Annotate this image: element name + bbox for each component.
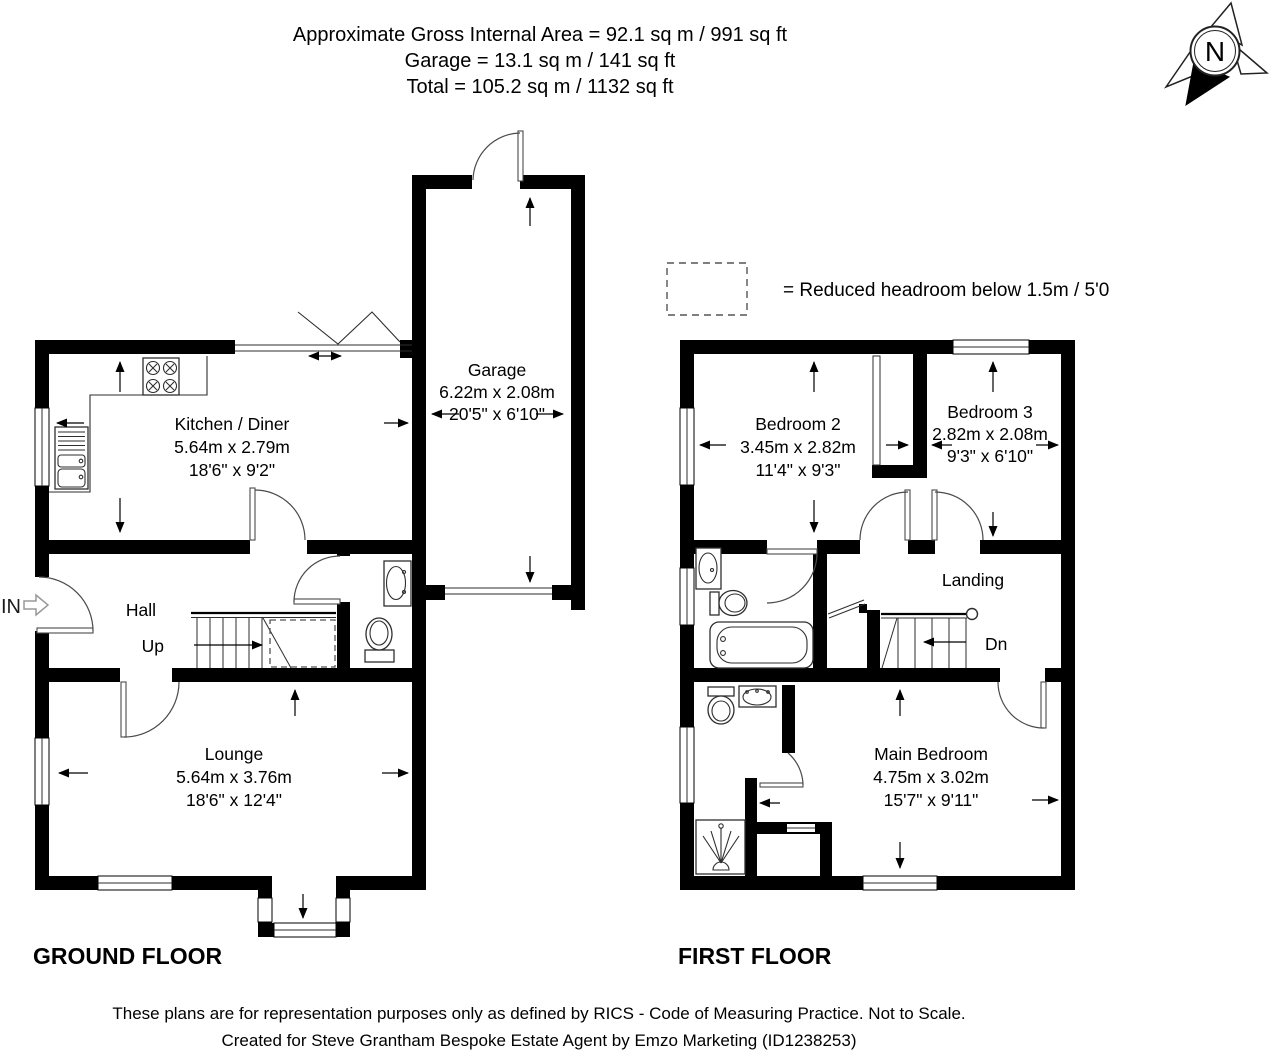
- garage-name: Garage: [468, 360, 526, 380]
- bedroom3-name: Bedroom 3: [947, 402, 1033, 422]
- shower-icon: [695, 819, 746, 875]
- ensuite-toilet-icon: [707, 686, 735, 725]
- garage-metric: 6.22m x 2.08m: [439, 382, 555, 402]
- gf-stairs: [191, 611, 336, 669]
- entrance-door: [36, 576, 94, 634]
- bedroom2-window: [679, 407, 695, 486]
- stove-icon: [142, 357, 180, 396]
- gf-fixtures: [49, 356, 412, 663]
- bay-left-window: [257, 897, 273, 923]
- ensuite-sink-icon: [738, 685, 777, 708]
- ground-floor-title: GROUND FLOOR: [33, 943, 222, 969]
- first-floor-plan: Bedroom 2 3.45m x 2.82m 11'4" x 9'3" Bed…: [679, 339, 1075, 891]
- ff-fixtures: [695, 547, 814, 875]
- stairs-down-label: Dn: [985, 634, 1007, 654]
- entrance-in-label: IN: [1, 596, 21, 618]
- bedroom3-window: [952, 339, 1030, 355]
- ff-partitions: [787, 355, 881, 832]
- kitchen-sink-icon: [54, 426, 89, 490]
- lounge-imperial: 18'6" x 12'4": [186, 790, 282, 810]
- garage-imperial: 20'5" x 6'10": [449, 404, 545, 424]
- kitchen-name: Kitchen / Diner: [175, 414, 290, 434]
- bedroom2-metric: 3.45m x 2.82m: [740, 437, 856, 457]
- gf-windows: [34, 407, 351, 938]
- compass-icon: N: [1163, 1, 1269, 107]
- main-bedroom-metric: 4.75m x 3.02m: [873, 767, 989, 787]
- gf-walls: [35, 175, 585, 937]
- ensuite-window: [679, 726, 695, 804]
- ff-stairs: [881, 607, 979, 669]
- legend-text: = Reduced headroom below 1.5m / 5'0: [783, 280, 1109, 301]
- lounge-side-window: [34, 737, 50, 806]
- compass-north-label: N: [1205, 36, 1225, 67]
- gf-openings: [35, 175, 520, 890]
- hall-name: Hall: [126, 600, 156, 620]
- kitchen-hall-door: [249, 487, 306, 541]
- wc-door: [293, 555, 341, 605]
- bedroom2-imperial: 11'4" x 9'3": [756, 460, 841, 480]
- ff-dimension-arrows: [699, 361, 1059, 869]
- garage-rear-door: [472, 130, 524, 182]
- footer: These plans are for representation purpo…: [112, 1004, 965, 1050]
- bedroom3-door: [931, 489, 984, 541]
- bedroom2-name: Bedroom 2: [755, 414, 841, 434]
- first-floor-title: FIRST FLOOR: [678, 943, 832, 969]
- garage-vehicle-door: [445, 587, 552, 595]
- bathroom-window: [679, 567, 695, 626]
- header-area-line: Approximate Gross Internal Area = 92.1 s…: [293, 24, 788, 46]
- gf-dimension-arrows: [56, 197, 564, 919]
- bedroom2-door: [859, 489, 911, 541]
- footer-credit: Created for Steve Grantham Bespoke Estat…: [221, 1031, 856, 1050]
- main-bedroom-name: Main Bedroom: [874, 744, 988, 764]
- kitchen-window: [34, 407, 50, 487]
- bedroom3-metric: 2.82m x 2.08m: [932, 424, 1048, 444]
- kitchen-counter-icon: [49, 356, 208, 493]
- ensuite-door: [759, 752, 804, 788]
- newel-post-icon: [965, 607, 979, 621]
- landing-name: Landing: [942, 570, 1004, 590]
- main-bedroom-door: [997, 681, 1047, 729]
- ff-windows: [679, 339, 1030, 891]
- bathroom-toilet-icon: [709, 589, 748, 617]
- header: Approximate Gross Internal Area = 92.1 s…: [293, 24, 788, 98]
- main-bedroom-window: [862, 875, 938, 891]
- reduced-headroom-area: [269, 619, 336, 668]
- bay-bottom-window: [273, 922, 337, 938]
- bay-right-window: [335, 897, 351, 923]
- legend: = Reduced headroom below 1.5m / 5'0: [666, 262, 1109, 316]
- wc-toilet-icon: [364, 617, 395, 663]
- lounge-door: [120, 681, 180, 738]
- bathtub-icon: [709, 621, 814, 669]
- wc-sink-icon: [383, 560, 412, 607]
- bifold-door: [235, 311, 412, 361]
- entrance-arrow-icon: [23, 593, 50, 617]
- bedroom3-imperial: 9'3" x 6'10": [947, 446, 1033, 466]
- lounge-bottom-window: [97, 875, 173, 891]
- lounge-metric: 5.64m x 3.76m: [176, 767, 292, 787]
- lounge-name: Lounge: [205, 744, 263, 764]
- ground-floor-plan: Kitchen / Diner 5.64m x 2.79m 18'6" x 9'…: [1, 130, 585, 938]
- kitchen-metric: 5.64m x 2.79m: [174, 437, 290, 457]
- header-total-line: Total = 105.2 sq m / 1132 sq ft: [406, 76, 673, 98]
- gf-doors: [36, 130, 552, 738]
- kitchen-imperial: 18'6" x 9'2": [189, 460, 275, 480]
- main-bedroom-imperial: 15'7" x 9'11": [884, 790, 979, 810]
- stairs-up-label: Up: [142, 636, 164, 656]
- header-garage-line: Garage = 13.1 sq m / 141 sq ft: [405, 50, 676, 72]
- ff-doors: [759, 489, 1047, 788]
- bathroom-sink-icon: [695, 547, 722, 590]
- reduced-headroom-swatch: [666, 262, 748, 316]
- bathroom-door: [766, 548, 818, 604]
- footer-disclaimer: These plans are for representation purpo…: [112, 1004, 965, 1023]
